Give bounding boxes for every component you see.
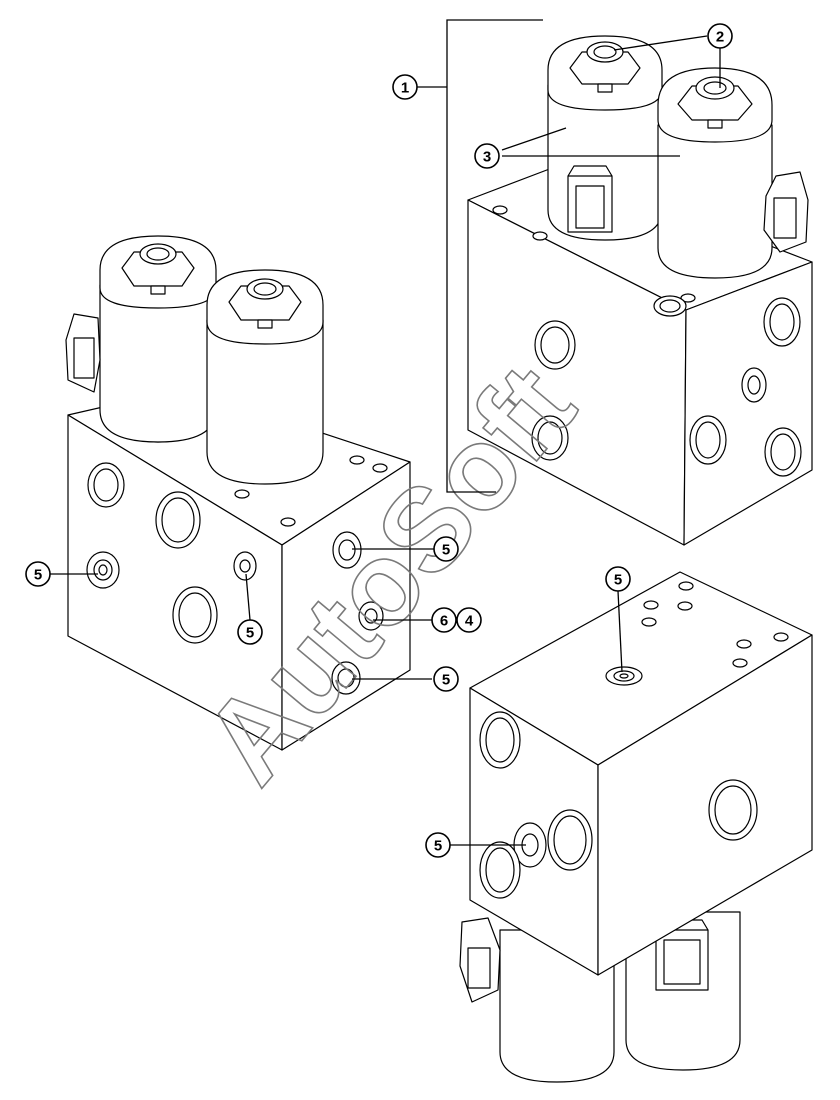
callout-1: 1 [392,74,418,100]
valve-block-bottom-right [459,571,813,1083]
valve-block-top-right [467,35,813,546]
block-right-face [597,634,813,976]
svg-text:5: 5 [614,572,622,589]
leader-lines [50,19,721,846]
solenoid-coil-back [65,235,217,443]
callout-5-bottom-block-top: 5 [605,566,631,592]
callout-2: 2 [707,23,733,49]
svg-text:4: 4 [465,613,474,630]
svg-text:5: 5 [442,672,450,689]
callout-3: 3 [474,143,500,169]
svg-text:6: 6 [440,613,448,630]
solenoid-coil-front [657,67,809,279]
svg-text:2: 2 [716,29,724,46]
callout-5-left-block-left: 5 [25,561,51,587]
callout-5-left-block-lower-right: 5 [433,666,459,692]
block-right-face [281,461,411,751]
callout-5-left-block-center: 5 [237,619,263,645]
svg-text:3: 3 [483,149,491,166]
valve-block-left [65,235,411,751]
svg-text:5: 5 [442,542,450,559]
solenoid-coil-lower-right [625,911,741,1071]
callout-5-left-block-upper-right: 5 [433,536,459,562]
solenoid-coil-back [547,35,663,241]
svg-text:1: 1 [401,80,409,97]
svg-text:5: 5 [434,838,442,855]
svg-text:5: 5 [34,567,42,584]
callout-6: 6 [431,607,457,633]
solenoid-coil-front [206,269,324,485]
callout-4: 4 [456,607,482,633]
callout-5-bottom-block-left: 5 [425,832,451,858]
svg-text:5: 5 [246,625,254,642]
